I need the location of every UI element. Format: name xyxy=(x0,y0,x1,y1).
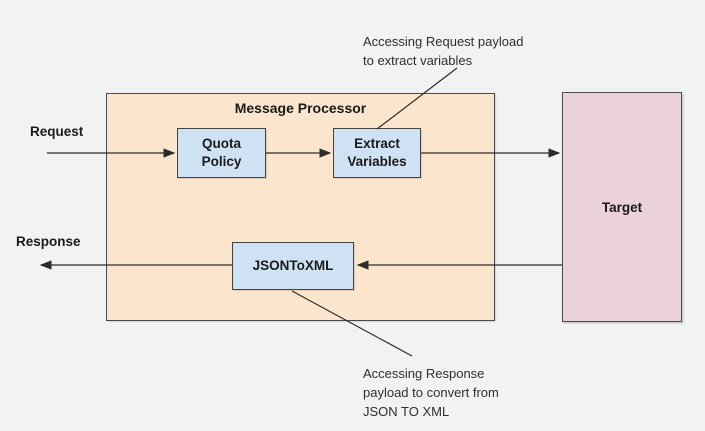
quota-policy-label-line2: Policy xyxy=(201,154,242,169)
extract-variables-label-line1: Extract xyxy=(354,136,400,151)
response-label: Response xyxy=(16,234,81,249)
message-processor-title: Message Processor xyxy=(234,100,367,116)
json-to-xml-node: JSONToXML xyxy=(232,242,354,290)
extract-variables-node: Extract Variables xyxy=(333,128,421,178)
json-to-xml-label: JSONToXML xyxy=(252,258,334,273)
response-payload-annotation-line1: Accessing Response xyxy=(363,366,485,381)
target-node: Target xyxy=(562,92,682,322)
quota-policy-label-line1: Quota xyxy=(202,136,241,151)
request-label: Request xyxy=(30,124,84,139)
response-payload-annotation-line2: payload to convert from xyxy=(363,385,499,400)
quota-policy-node: Quota Policy xyxy=(177,128,266,178)
request-payload-annotation: Accessing Request payload to extract var… xyxy=(363,32,523,70)
extract-variables-label-line2: Variables xyxy=(347,154,407,169)
response-payload-annotation-line3: JSON TO XML xyxy=(363,404,450,419)
request-payload-annotation-line2: to extract variables xyxy=(363,53,473,68)
target-label: Target xyxy=(601,199,643,215)
response-payload-annotation: Accessing Response payload to convert fr… xyxy=(363,364,499,421)
request-payload-annotation-line1: Accessing Request payload xyxy=(363,34,524,49)
